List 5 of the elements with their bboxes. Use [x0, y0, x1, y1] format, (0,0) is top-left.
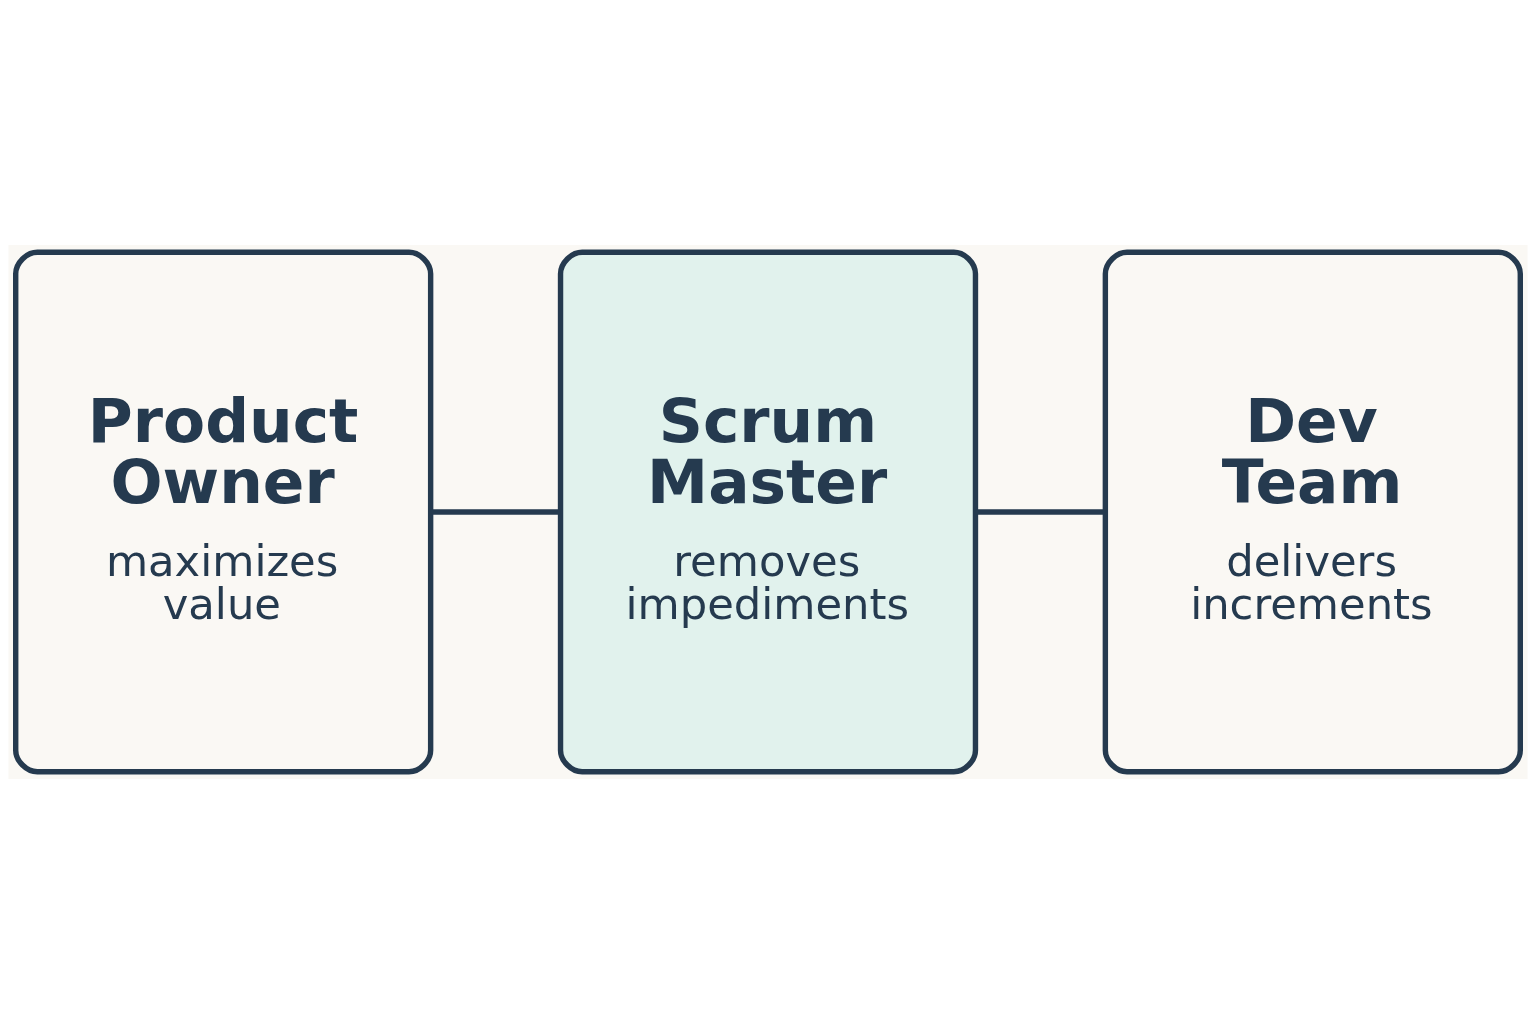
- connector: [975, 509, 1106, 515]
- node-box: Scrum Master removes impediments: [557, 249, 979, 775]
- connector: [430, 509, 561, 515]
- node-box: Product Owner maximizes value: [13, 249, 434, 775]
- node-box: Dev Team delivers increments: [1102, 249, 1523, 775]
